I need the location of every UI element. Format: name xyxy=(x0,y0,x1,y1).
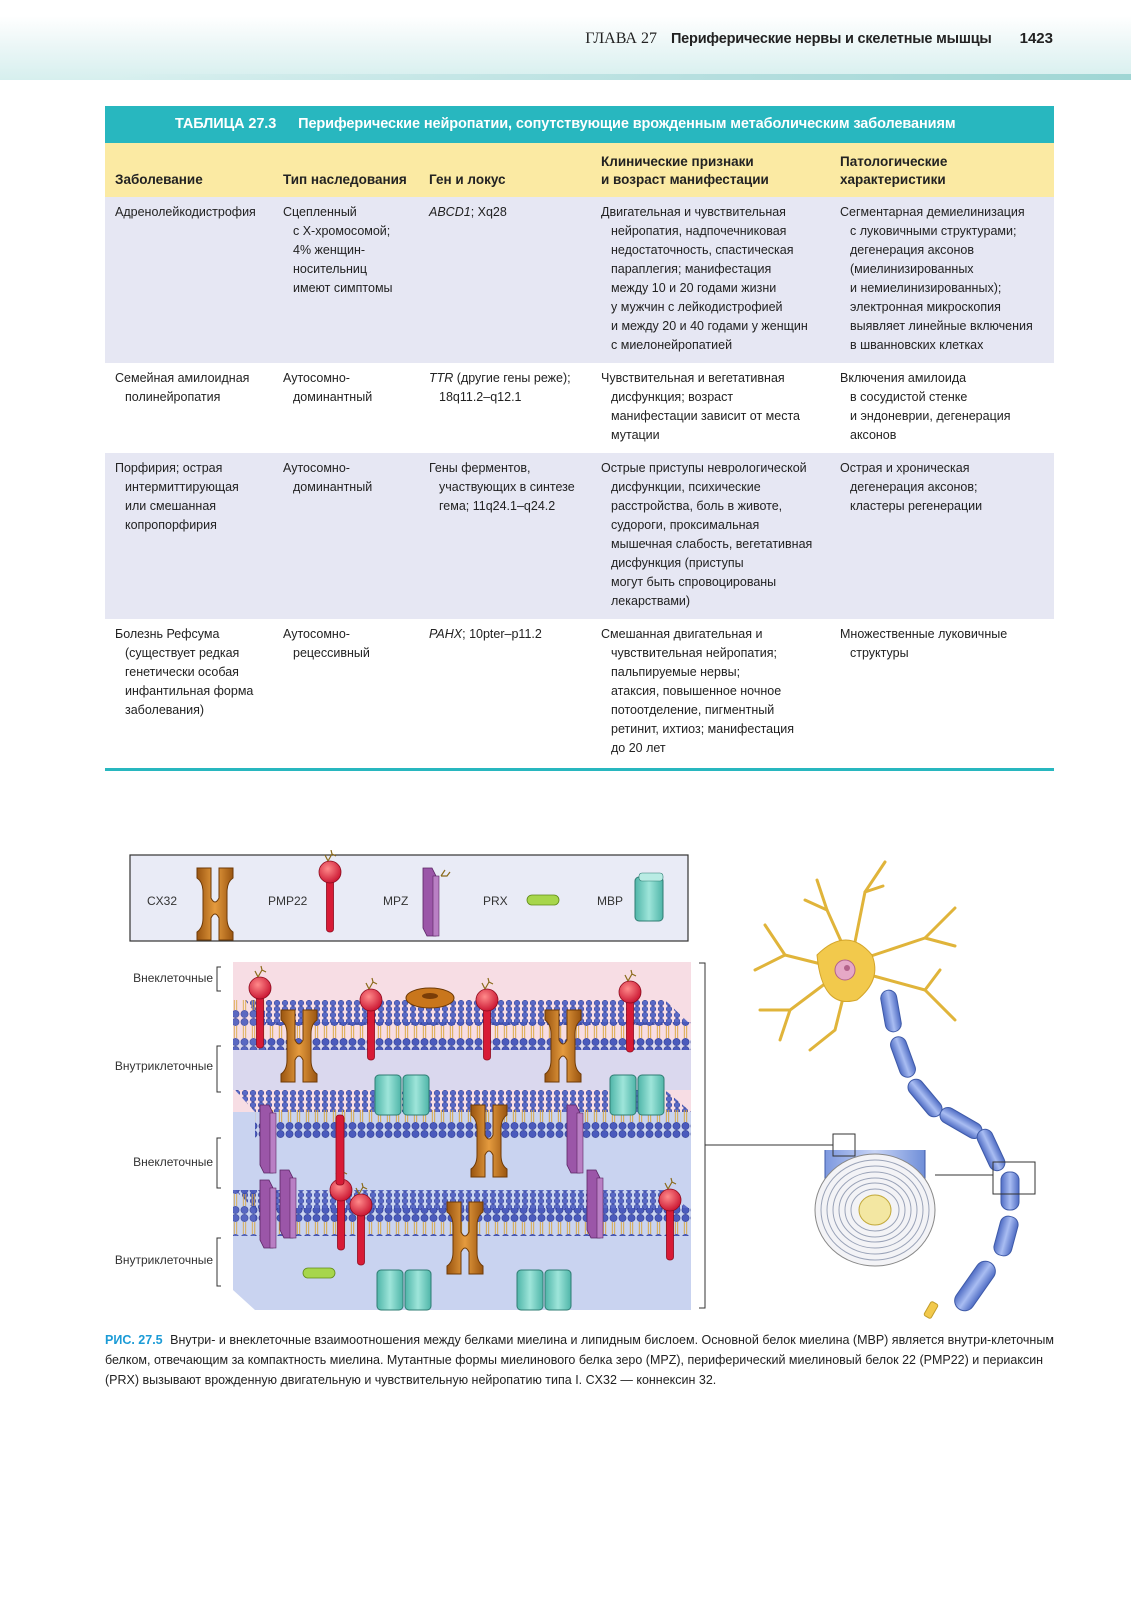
table-row: Болезнь Рефсума (существует редкая генет… xyxy=(105,619,1054,766)
cell-pathology: Включения амилоида в сосудистой стенке и… xyxy=(840,371,1011,442)
col-header-disease: Заболевание xyxy=(105,143,273,197)
header-band xyxy=(0,0,1131,80)
page-number: 1423 xyxy=(1019,30,1053,47)
legend-mbp: MBP xyxy=(597,894,623,908)
table-27-3: ТАБЛИЦА 27.3 Периферические нейропатии, … xyxy=(105,106,1054,771)
cell-disease: Семейная амилоидная полинейропатия xyxy=(115,371,250,404)
cell-inheritance: Сцепленный с X-хромосомой; 4% женщин- но… xyxy=(283,205,393,295)
side-labels: Внеклеточные Внутриклеточные Внеклеточны… xyxy=(115,962,706,1309)
col-header-pathology: Патологические характеристики xyxy=(830,143,1054,197)
cell-gene: ABCD1; Xq28 xyxy=(429,205,507,219)
legend-mpz-icon xyxy=(422,867,440,937)
myelin-figure: CX32 PMP22 MPZ PRX MBP Внеклеточные Внут… xyxy=(115,850,1036,1319)
cell-clinical: Чувствительная и вегетативная дисфункция… xyxy=(601,371,800,442)
cell-clinical: Двигательная и чувствительная нейропатия… xyxy=(601,205,808,352)
chapter-title: Периферические нервы и скелетные мышцы xyxy=(670,31,992,47)
table-number: ТАБЛИЦА 27.3 xyxy=(175,116,277,132)
legend-box: CX32 PMP22 MPZ PRX MBP xyxy=(129,850,689,942)
cell-inheritance: Аутосомно- доминантный xyxy=(283,371,373,404)
table-title: Периферические нейропатии, сопутствующие… xyxy=(298,116,956,132)
col-header-inheritance: Тип наследования xyxy=(273,143,419,197)
legend-mpz: MPZ xyxy=(383,894,408,908)
label-intracellular-2: Внутриклеточные xyxy=(115,1253,213,1267)
neuropathy-table: Заболевание Тип наследования Ген и локус… xyxy=(105,143,1054,766)
membrane-stack xyxy=(233,962,691,1311)
label-extracellular-2: Внеклеточные xyxy=(133,1155,213,1169)
cell-inheritance: Аутосомно- доминантный xyxy=(283,461,373,494)
cell-pathology: Множественные луковичные структуры xyxy=(840,627,1008,660)
table-caption: ТАБЛИЦА 27.3 Периферические нейропатии, … xyxy=(105,106,1054,143)
figure-caption: РИС. 27.5 Внутри- и внеклеточные взаимоо… xyxy=(105,1330,1054,1390)
legend-prx: PRX xyxy=(483,894,508,908)
cell-gene: PAHX; 10pter–p11.2 xyxy=(429,627,542,641)
label-extracellular-1: Внеклеточные xyxy=(133,971,213,985)
cell-disease: Болезнь Рефсума (существует редкая генет… xyxy=(115,627,254,717)
neuron-illustration xyxy=(705,860,1036,1319)
table-bottom-rule xyxy=(105,768,1054,771)
cell-pathology: Острая и хроническая дегенерация аксонов… xyxy=(840,461,983,513)
cell-gene: TTR (другие гены реже); 18q11.2–q12.1 xyxy=(429,371,571,404)
cell-pathology: Сегментарная демиелинизация с луковичным… xyxy=(840,205,1033,352)
running-head: ГЛАВА 27 Периферические нервы и скелетны… xyxy=(585,30,1053,48)
figure-caption-text: Внутри- и внеклеточные взаимоотношения м… xyxy=(105,1333,1054,1387)
col-header-gene: Ген и локус xyxy=(419,143,591,197)
label-intracellular-1: Внутриклеточные xyxy=(115,1059,213,1073)
table-row: Адренолейкодистрофия Сцепленный с X-хром… xyxy=(105,197,1054,363)
col-header-clinical: Клинические признаки и возраст манифеста… xyxy=(591,143,830,197)
cell-disease: Адренолейкодистрофия xyxy=(115,205,256,219)
cell-gene: Гены ферментов, участвующих в синтезе ге… xyxy=(429,461,575,513)
legend-cx32: CX32 xyxy=(147,894,177,908)
legend-mbp-icon xyxy=(634,872,664,922)
legend-prx-icon xyxy=(526,894,560,906)
figure-label: РИС. 27.5 xyxy=(105,1333,163,1347)
cell-clinical: Смешанная двигательная и чувствительная … xyxy=(601,627,795,755)
table-row: Порфирия; острая интермиттирующая или см… xyxy=(105,453,1054,619)
cell-inheritance: Аутосомно- рецессивный xyxy=(283,627,370,660)
cell-disease: Порфирия; острая интермиттирующая или см… xyxy=(115,461,239,532)
chapter-label: ГЛАВА 27 xyxy=(585,30,657,47)
table-row: Семейная амилоидная полинейропатия Аутос… xyxy=(105,363,1054,453)
cell-clinical: Острые приступы неврологической дисфункц… xyxy=(601,461,813,608)
legend-pmp22: PMP22 xyxy=(268,894,308,908)
table-header-row: Заболевание Тип наследования Ген и локус… xyxy=(105,143,1054,197)
